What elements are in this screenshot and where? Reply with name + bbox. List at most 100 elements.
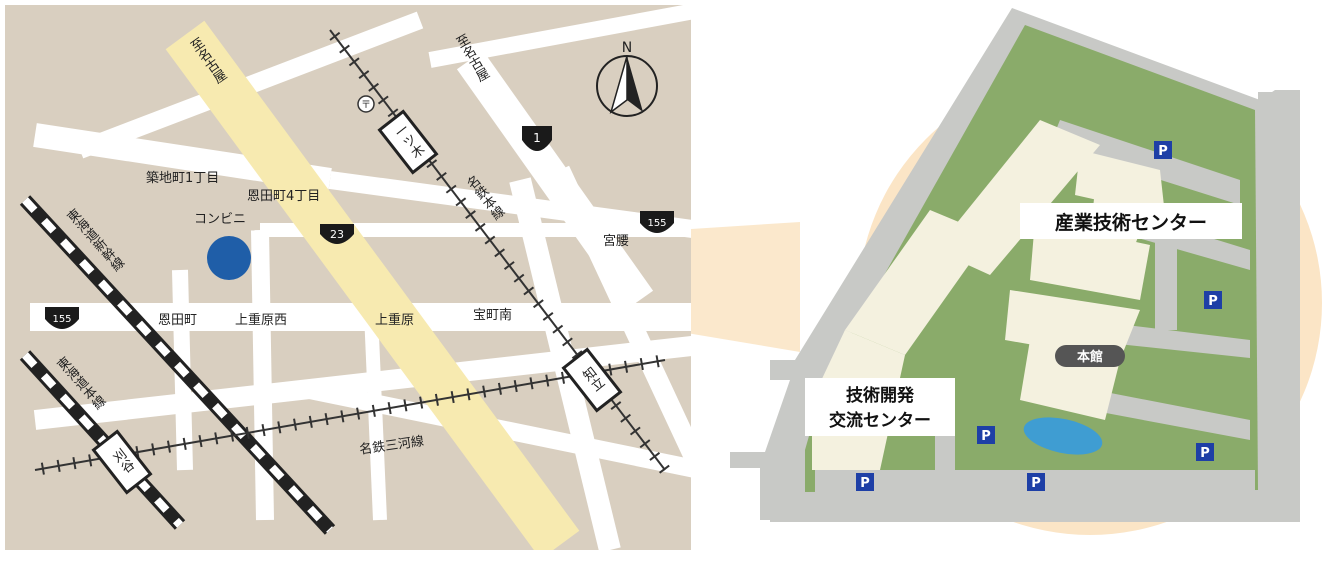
rail-tick xyxy=(649,452,661,461)
svg-text:23: 23 xyxy=(330,228,344,241)
rail-tick xyxy=(40,462,45,475)
route-155-shield-west: 155 xyxy=(45,307,79,329)
rail-tick xyxy=(482,385,487,398)
label-industrial-center: 産業技術センター xyxy=(1055,211,1207,234)
campus-ground xyxy=(805,25,1258,492)
label-box-industrial-center xyxy=(1020,203,1242,239)
rail-tick xyxy=(151,443,156,456)
rail-tick xyxy=(655,355,660,368)
rail-tick xyxy=(455,197,467,207)
rail-tick xyxy=(533,299,544,309)
rail-tick xyxy=(562,337,573,347)
rail-shinkansen-dash xyxy=(22,197,333,533)
parking-label: P xyxy=(860,476,870,491)
rail-tick xyxy=(277,421,282,434)
rail-tick xyxy=(436,171,447,181)
rail-tick xyxy=(629,426,641,436)
area-map: 一ツ木 知立 刈谷 1 23 155 155 〒 xyxy=(5,5,691,550)
parking-icon xyxy=(1154,141,1172,159)
rail-tick xyxy=(523,286,535,296)
parking-label: P xyxy=(1158,144,1168,159)
rail-tick xyxy=(513,273,525,283)
rail-tick xyxy=(426,159,438,169)
main-building-pill xyxy=(1055,345,1125,367)
post-office-icon: 〒 xyxy=(357,95,375,113)
svg-text:1: 1 xyxy=(533,131,541,145)
parking-icon xyxy=(1204,291,1222,309)
rail-tick xyxy=(610,401,622,410)
svg-text:155: 155 xyxy=(52,314,71,325)
label-miyakoshi: 宮腰 xyxy=(603,233,629,249)
rail-tick xyxy=(308,415,313,428)
pond xyxy=(1023,417,1103,455)
rail-tick xyxy=(450,390,455,404)
rail-tick xyxy=(484,235,496,245)
rail-tick xyxy=(571,350,583,360)
rail-tick xyxy=(371,404,376,417)
rail-tick xyxy=(659,464,670,474)
rail-tick xyxy=(387,108,399,118)
rail-tick xyxy=(608,363,613,376)
label-main-building: 本館 xyxy=(1077,349,1103,365)
parking-label: P xyxy=(1208,294,1218,309)
label-takaramachi-minami: 宝町南 xyxy=(473,307,512,323)
rail-tick xyxy=(348,57,360,67)
svg-text:〒: 〒 xyxy=(361,100,371,111)
rail-tick xyxy=(358,70,370,79)
rail-tick xyxy=(620,413,631,423)
rail-tick xyxy=(513,379,518,393)
label-box-dev-center xyxy=(805,378,955,436)
expressway xyxy=(165,20,580,550)
rail-tick xyxy=(198,435,203,448)
parking-icon xyxy=(1027,473,1045,491)
rail-tick xyxy=(329,31,341,41)
label-convenience: コンビニ xyxy=(194,212,246,227)
rail-tick xyxy=(497,382,502,395)
parking-label: P xyxy=(981,429,991,444)
rail-tick xyxy=(56,459,61,472)
rail-meitetsu-mikawa xyxy=(34,359,666,471)
station-chiryu xyxy=(561,347,623,413)
rail-tick xyxy=(88,454,93,467)
rail-tick xyxy=(339,44,350,54)
rail-tokaido-dash xyxy=(22,352,183,528)
parking-icon xyxy=(1196,443,1214,461)
rail-tick xyxy=(552,324,564,334)
label-dev-center-1: 技術開発 xyxy=(846,385,915,406)
rail-tick xyxy=(356,407,361,420)
rail-tick xyxy=(639,439,651,449)
rail-tick xyxy=(403,399,408,412)
rail-tick xyxy=(542,311,554,321)
rail-tick xyxy=(387,401,392,415)
route-1-shield: 1 xyxy=(522,126,552,151)
rail-tick xyxy=(545,374,550,387)
rail-tick xyxy=(445,184,457,194)
compass-label: N xyxy=(622,40,632,56)
rail-meitetsu-main-ticks xyxy=(329,31,670,474)
label-dev-center-2: 交流センター xyxy=(829,410,931,431)
rail-tick xyxy=(465,210,476,220)
parking-icon xyxy=(856,473,874,491)
rail-tick xyxy=(503,261,515,270)
rail-tick xyxy=(214,432,219,445)
svg-text:155: 155 xyxy=(647,218,666,229)
rail-tick xyxy=(261,424,266,437)
rail-tick xyxy=(182,437,187,450)
station-kariya xyxy=(91,429,153,495)
route-23-shield: 23 xyxy=(320,224,354,244)
label-kamishigehara-nishi: 上重原西 xyxy=(235,312,287,328)
rail-tick xyxy=(639,357,644,371)
rail-tick xyxy=(368,82,379,92)
south-road xyxy=(770,490,1300,522)
parking-label: P xyxy=(1200,446,1210,461)
station-hitotsugi xyxy=(377,109,439,175)
rail-tick xyxy=(245,426,250,439)
rail-tick xyxy=(560,371,566,384)
rail-tick xyxy=(324,413,329,426)
rail-tick xyxy=(377,95,389,105)
rail-tick xyxy=(293,418,298,431)
east-road xyxy=(1258,92,1290,522)
